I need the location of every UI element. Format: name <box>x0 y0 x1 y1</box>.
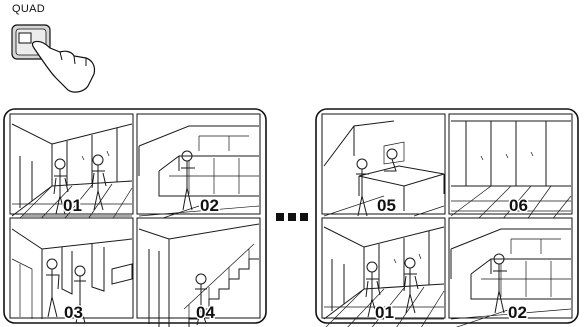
monitor-right: 05 06 01 02 <box>316 109 578 327</box>
monitor-left: 01 02 03 04 <box>4 109 266 327</box>
quadrant-ch02: 02 <box>449 218 572 327</box>
channel-label: 02 <box>200 196 219 215</box>
channel-label: 06 <box>509 196 528 215</box>
channel-label: 01 <box>375 303 394 322</box>
quadrant-ch04: 04 <box>137 218 260 327</box>
quadrant-ch05: 05 <box>322 114 445 216</box>
channel-label: 05 <box>377 196 396 215</box>
channel-label: 03 <box>64 303 83 322</box>
channel-label: 01 <box>63 196 82 215</box>
quadrant-ch01: 01 <box>10 114 133 228</box>
quadrant-ch06: 06 <box>449 114 572 221</box>
channel-label: 04 <box>196 303 215 322</box>
pointing-hand-icon <box>33 41 95 92</box>
quadrant-ch02: 02 <box>137 114 260 226</box>
channel-label: 02 <box>508 303 527 322</box>
quadrant-ch01: 01 <box>322 218 445 327</box>
sequence-indicator <box>276 213 308 221</box>
quadrant-ch03: 03 <box>10 218 133 323</box>
